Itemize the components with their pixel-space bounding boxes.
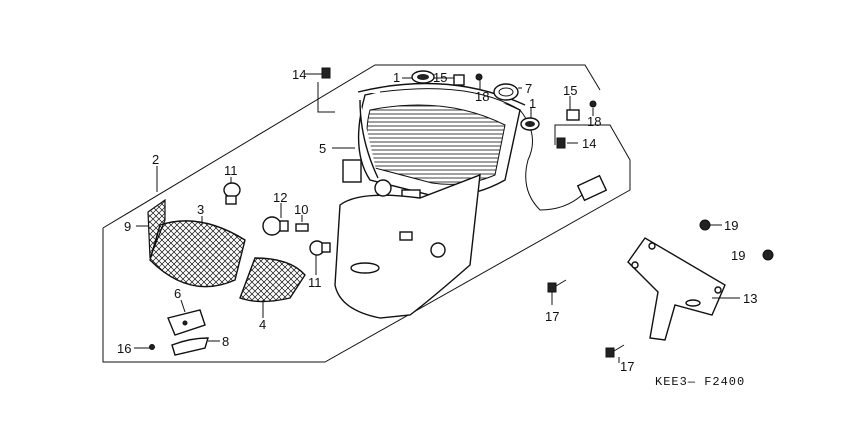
screw-16 xyxy=(149,344,155,350)
callout-15-right: 15 xyxy=(563,83,577,98)
callout-11-upper: 11 xyxy=(224,163,238,178)
bulb-11-lower xyxy=(309,240,331,256)
screw-18-left xyxy=(475,73,483,81)
license-bracket-13 xyxy=(627,237,726,341)
bulb-12 xyxy=(262,216,289,236)
callout-5: 5 xyxy=(319,141,326,156)
clamp-15-right xyxy=(566,109,580,121)
bolt-17-lower xyxy=(605,344,625,358)
callout-14-right: 14 xyxy=(582,136,596,151)
callout-4: 4 xyxy=(259,317,266,332)
bulb-10 xyxy=(295,223,309,232)
taillight-housing xyxy=(342,82,526,213)
callout-6: 6 xyxy=(174,286,181,301)
grommet-1-left xyxy=(411,70,435,84)
ring-7 xyxy=(493,83,519,101)
clamp-15-left xyxy=(453,74,465,86)
callout-19-upper: 19 xyxy=(724,218,738,233)
callout-9: 9 xyxy=(124,219,131,234)
screw-18-right xyxy=(589,100,597,108)
callout-13: 13 xyxy=(743,291,757,306)
leader-lines xyxy=(134,73,740,363)
callout-16: 16 xyxy=(117,341,131,356)
bracket-6 xyxy=(167,309,206,336)
callout-3: 3 xyxy=(197,202,204,217)
rear-fender xyxy=(334,173,481,319)
callout-8: 8 xyxy=(222,334,229,349)
callout-18-right: 18 xyxy=(587,114,601,129)
callout-7: 7 xyxy=(525,81,532,96)
callout-11-lower: 11 xyxy=(308,275,322,290)
wire-harness xyxy=(379,88,608,211)
clip-8 xyxy=(171,337,209,356)
callout-2: 2 xyxy=(152,152,159,167)
callout-12: 12 xyxy=(273,190,287,205)
callout-15-left: 15 xyxy=(433,70,447,85)
assembly-boundary xyxy=(102,64,631,363)
callout-17-upper: 17 xyxy=(545,309,559,324)
bulb-11-upper xyxy=(223,182,241,205)
lens-3 xyxy=(149,220,246,288)
nut-19-upper xyxy=(699,219,711,231)
callout-19-lower: 19 xyxy=(731,248,745,263)
lens-4 xyxy=(239,257,306,303)
callout-18-left: 18 xyxy=(475,89,489,104)
callout-14-top: 14 xyxy=(292,67,306,82)
diagram-code: KEE3— F2400 xyxy=(655,375,745,389)
grommet-1-right xyxy=(520,117,540,131)
callout-1-left: 1 xyxy=(393,70,400,85)
callout-10: 10 xyxy=(294,202,308,217)
clip-14-top xyxy=(321,67,331,79)
callout-1-right: 1 xyxy=(529,96,536,111)
callout-17-lower: 17 xyxy=(620,359,634,374)
clip-14-right xyxy=(556,137,566,149)
bolt-17-upper xyxy=(547,279,567,293)
nut-19-lower xyxy=(762,249,774,261)
callout-labels: 14 1 15 18 7 1 15 18 14 5 2 11 12 10 3 9… xyxy=(117,67,757,374)
lens-9 xyxy=(147,198,166,259)
